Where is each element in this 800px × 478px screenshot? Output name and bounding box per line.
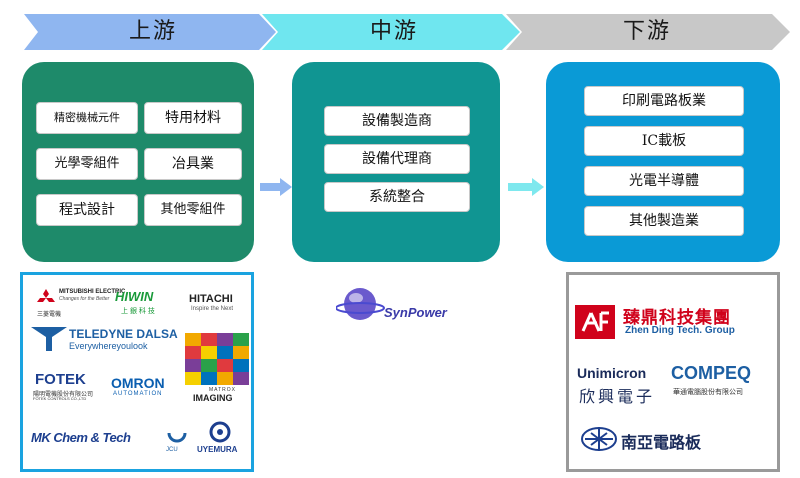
- zhending-chinese: 臻鼎科技集團: [623, 308, 731, 328]
- teledyne-tagline: Everywhereyoulook: [69, 341, 148, 351]
- omron-automation: AUTOMATION: [113, 391, 163, 397]
- synpower-logo: SynPower: [384, 305, 447, 320]
- mitsubishi-tagline: Changes for the Better: [59, 296, 110, 302]
- flow-arrow-midstream-to-downstream: [508, 178, 544, 196]
- downstream-title: 下游: [622, 19, 671, 44]
- upstream-item: 程式設計: [36, 194, 138, 226]
- matrox-mosaic-icon: [185, 333, 249, 385]
- zhending-english: Zhen Ding Tech. Group: [625, 325, 735, 336]
- unimicron-logo: Unimicron: [577, 365, 647, 381]
- jcu-logo: JCU: [166, 447, 178, 453]
- midstream-title: 中游: [369, 19, 418, 44]
- upstream-panel: 精密機械元件 特用材料 光學零組件 冶具業 程式設計 其他零組件: [22, 62, 254, 262]
- mitsubishi-logo-icon: [37, 289, 55, 302]
- midstream-panel: 設備製造商 設備代理商 系統整合: [292, 62, 500, 262]
- downstream-item: 印刷電路板業: [584, 86, 744, 116]
- matrox-imaging: IMAGING: [193, 393, 233, 403]
- unimicron-chinese: 欣興電子: [579, 387, 656, 406]
- upstream-item: 冶具業: [144, 148, 242, 180]
- uyemura-logo: UYEMURA: [197, 445, 238, 454]
- upstream-item: 其他零組件: [144, 194, 242, 226]
- upstream-item: 精密機械元件: [36, 102, 138, 134]
- midstream-item: 系統整合: [324, 182, 470, 212]
- downstream-panel: 印刷電路板業 IC載板 光電半導體 其他製造業: [546, 62, 780, 262]
- matrox-logo: MATROX: [209, 387, 237, 393]
- downstream-item: 其他製造業: [584, 206, 744, 236]
- downstream-item: 光電半導體: [584, 166, 744, 196]
- midstream-item: 設備製造商: [324, 106, 470, 136]
- nanya-logo-icon: [581, 427, 617, 451]
- hiwin-logo: HIWIN: [115, 289, 154, 304]
- downstream-item: IC載板: [584, 126, 744, 156]
- fotek-english: FOTEK CONTROLS CO.,LTD: [33, 396, 87, 401]
- uyemura-logo-icon: [209, 421, 231, 443]
- upstream-logo-box: MITSUBISHI ELECTRIC Changes for the Bett…: [20, 272, 254, 472]
- fotek-logo: FOTEK: [35, 371, 86, 388]
- omron-logo: OMRON: [111, 375, 165, 391]
- hitachi-logo: HITACHI: [189, 293, 233, 305]
- fotek-chinese: 陽明電機股份有限公司: [33, 392, 94, 398]
- mitsubishi-chinese: 三菱電機: [37, 312, 62, 318]
- flow-arrow-upstream-to-midstream: [260, 178, 292, 196]
- upstream-item: 特用材料: [144, 102, 242, 134]
- teledyne-logo-icon: [31, 327, 67, 351]
- downstream-logo-box: 臻鼎科技集團 Zhen Ding Tech. Group Unimicron 欣…: [566, 272, 780, 472]
- teledyne-logo: TELEDYNE DALSA: [69, 327, 178, 341]
- synpower-globe-icon: [336, 288, 385, 320]
- hiwin-chinese: 上 銀 科 技: [121, 308, 155, 315]
- downstream-chevron: [506, 14, 790, 50]
- zhending-logo-icon: [575, 305, 615, 339]
- midstream-item: 設備代理商: [324, 144, 470, 174]
- mitsubishi-name: MITSUBISHI ELECTRIC: [59, 289, 126, 295]
- upstream-chevron: [24, 14, 276, 50]
- nanya-logo: 南亞電路板: [621, 433, 702, 452]
- jcu-logo-icon: [167, 432, 187, 443]
- compeq-logo: COMPEQ: [671, 363, 752, 383]
- upstream-title: 上游: [128, 19, 177, 44]
- compeq-chinese: 華通電腦股份有限公司: [673, 389, 743, 396]
- midstream-chevron: [262, 14, 520, 50]
- mkchem-logo: MK Chem & Tech: [31, 430, 131, 445]
- hitachi-tagline: Inspire the Next: [191, 306, 234, 312]
- upstream-item: 光學零組件: [36, 148, 138, 180]
